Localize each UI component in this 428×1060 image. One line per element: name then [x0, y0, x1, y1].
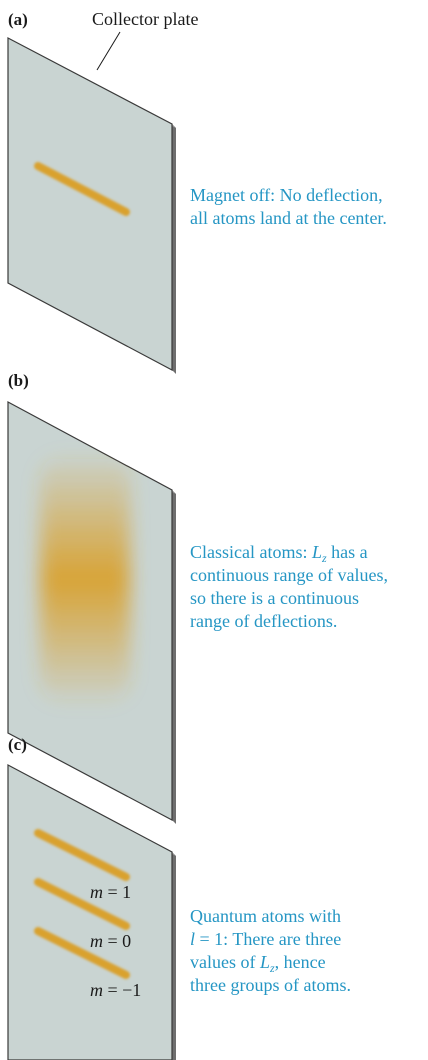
caption-b-line-2: continuous range of values,	[190, 565, 388, 585]
caption-c-line-4: three groups of atoms.	[190, 975, 351, 995]
caption-c-var-L: L	[259, 952, 270, 972]
caption-c-line-1: Quantum atoms with	[190, 906, 341, 926]
caption-b-line-1-pre: Classical atoms:	[190, 542, 312, 562]
collector-plate-label: Collector plate	[92, 9, 198, 29]
panel-a: (a) Collector plate Magnet off: No defle…	[8, 9, 387, 374]
m-label-1: m = 1	[90, 882, 131, 902]
caption-b-line-4: range of deflections.	[190, 611, 337, 631]
m-label-minus-1: m = −1	[90, 980, 141, 1000]
caption-a: Magnet off: No deflection, all atoms lan…	[190, 185, 387, 228]
m-label-0: m = 0	[90, 931, 131, 951]
panel-b-label: (b)	[8, 371, 29, 390]
caption-c-line-2-post: = 1: There are three	[195, 929, 341, 949]
atom-spread-continuous	[40, 455, 130, 703]
caption-b-line-1-post: has a	[327, 542, 368, 562]
caption-b-line-3: so there is a continuous	[190, 588, 359, 608]
caption-a-line-1: Magnet off: No deflection,	[190, 185, 383, 205]
caption-c: Quantum atoms with l = 1: There are thre…	[190, 906, 351, 995]
caption-b-var-L: L	[311, 542, 322, 562]
caption-c-line-3-pre: values of	[190, 952, 260, 972]
panel-a-label: (a)	[8, 10, 28, 29]
caption-b: Classical atoms: Lz has a continuous ran…	[190, 542, 392, 631]
panel-c: (c) m = 1 m = 0 m = −1 Quantum atoms wit…	[8, 735, 351, 1060]
panel-b: (b) Classical atoms: Lz has a continuous…	[8, 371, 392, 824]
collector-plate-leader-line	[97, 32, 120, 70]
caption-c-line-3-post: , hence	[275, 952, 326, 972]
panel-c-label: (c)	[8, 735, 27, 754]
collector-plate-a	[8, 38, 176, 374]
caption-a-line-2: all atoms land at the center.	[190, 208, 387, 228]
